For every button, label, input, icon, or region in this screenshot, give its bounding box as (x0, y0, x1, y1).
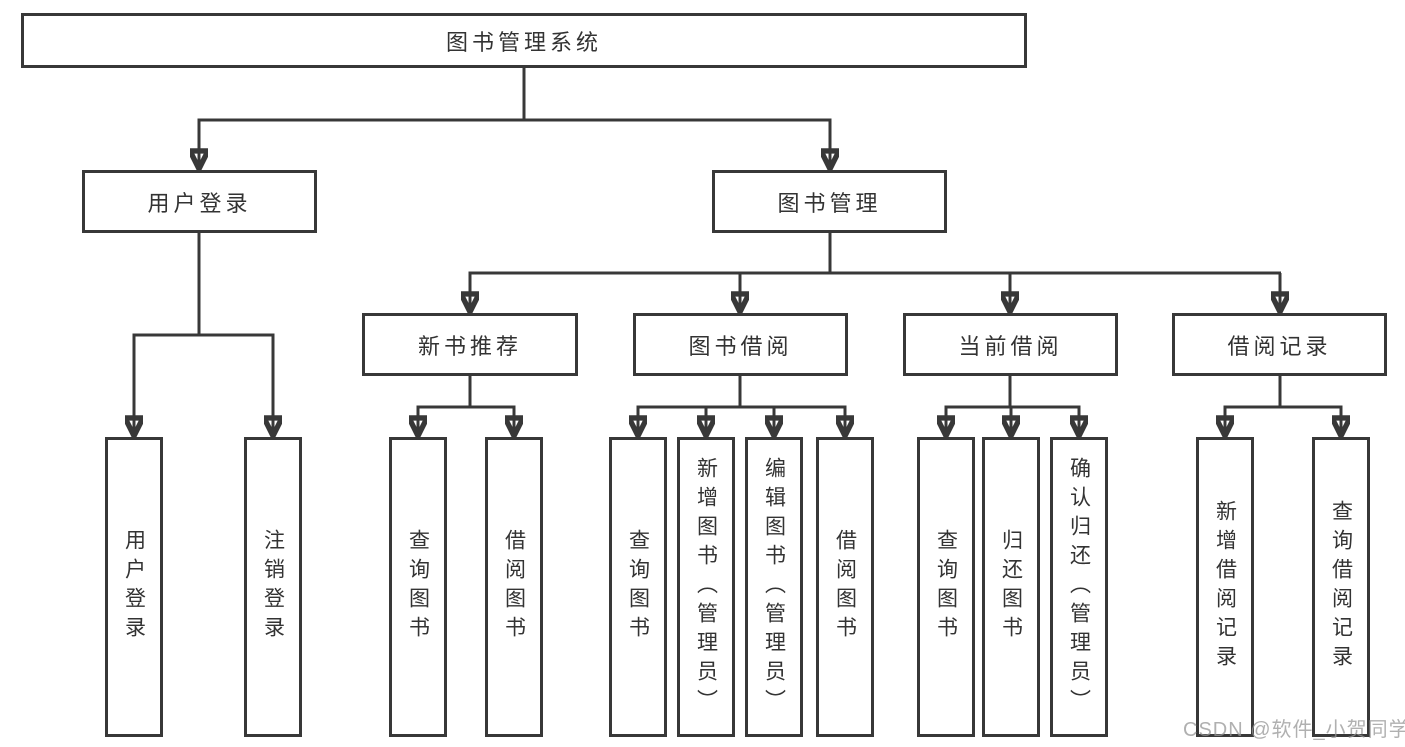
connector-book-management-to-level3 (469, 233, 1282, 311)
leaf-label: 编辑图书（管理员） (762, 456, 786, 718)
leaf-label: 新增借阅记录 (1213, 500, 1237, 674)
leaf-current-query-books: 查询图书 (917, 437, 975, 737)
leaf-records-query-record: 查询借阅记录 (1312, 437, 1370, 737)
leaf-label: 确认归还（管理员） (1067, 456, 1091, 718)
leaf-recommend-borrow-books: 借阅图书 (485, 437, 543, 737)
leaf-current-confirm-return-admin: 确认归还（管理员） (1050, 437, 1108, 737)
leaf-label: 新增图书（管理员） (694, 456, 718, 718)
connector-book-borrow-to-leaves (637, 376, 847, 435)
connector-user-login-to-leaves (133, 233, 275, 435)
leaf-label: 借阅图书 (833, 529, 857, 645)
node-library-management-system: 图书管理系统 (21, 13, 1027, 68)
leaf-current-return-books: 归还图书 (982, 437, 1040, 737)
node-new-book-recommend: 新书推荐 (362, 313, 578, 376)
leaf-logout: 注销登录 (244, 437, 302, 737)
node-borrow-records: 借阅记录 (1172, 313, 1387, 376)
leaf-borrow-edit-books-admin: 编辑图书（管理员） (745, 437, 803, 737)
node-label: 图书借阅 (688, 333, 793, 359)
leaf-recommend-query-books: 查询图书 (389, 437, 447, 737)
leaf-borrow-query-books: 查询图书 (609, 437, 667, 737)
leaf-label: 查询图书 (934, 529, 958, 645)
connector-current-borrow-to-leaves (945, 376, 1081, 435)
leaf-label: 查询图书 (406, 529, 430, 645)
leaf-borrow-borrow-books: 借阅图书 (816, 437, 874, 737)
node-label: 图书管理系统 (445, 29, 602, 55)
connector-new-book-recommend-to-leaves (417, 376, 516, 435)
leaf-label: 借阅图书 (502, 529, 526, 645)
connector-root-to-level2 (198, 68, 832, 168)
leaf-records-add-record: 新增借阅记录 (1196, 437, 1254, 737)
leaf-label: 用户登录 (122, 529, 146, 645)
node-book-management: 图书管理 (712, 170, 947, 233)
node-current-borrow: 当前借阅 (903, 313, 1118, 376)
node-book-borrow: 图书借阅 (633, 313, 848, 376)
leaf-label: 查询图书 (626, 529, 650, 645)
connector-borrow-records-to-leaves (1224, 376, 1343, 435)
node-label: 图书管理 (777, 190, 882, 216)
node-label: 新书推荐 (417, 333, 522, 359)
leaf-borrow-add-books-admin: 新增图书（管理员） (677, 437, 735, 737)
leaf-label: 注销登录 (261, 529, 285, 645)
leaf-user-login: 用户登录 (105, 437, 163, 737)
node-label: 当前借阅 (958, 333, 1063, 359)
node-label: 借阅记录 (1227, 333, 1332, 359)
leaf-label: 查询借阅记录 (1329, 500, 1353, 674)
node-label: 用户登录 (147, 190, 252, 216)
leaf-label: 归还图书 (999, 529, 1023, 645)
node-user-login-group: 用户登录 (82, 170, 317, 233)
